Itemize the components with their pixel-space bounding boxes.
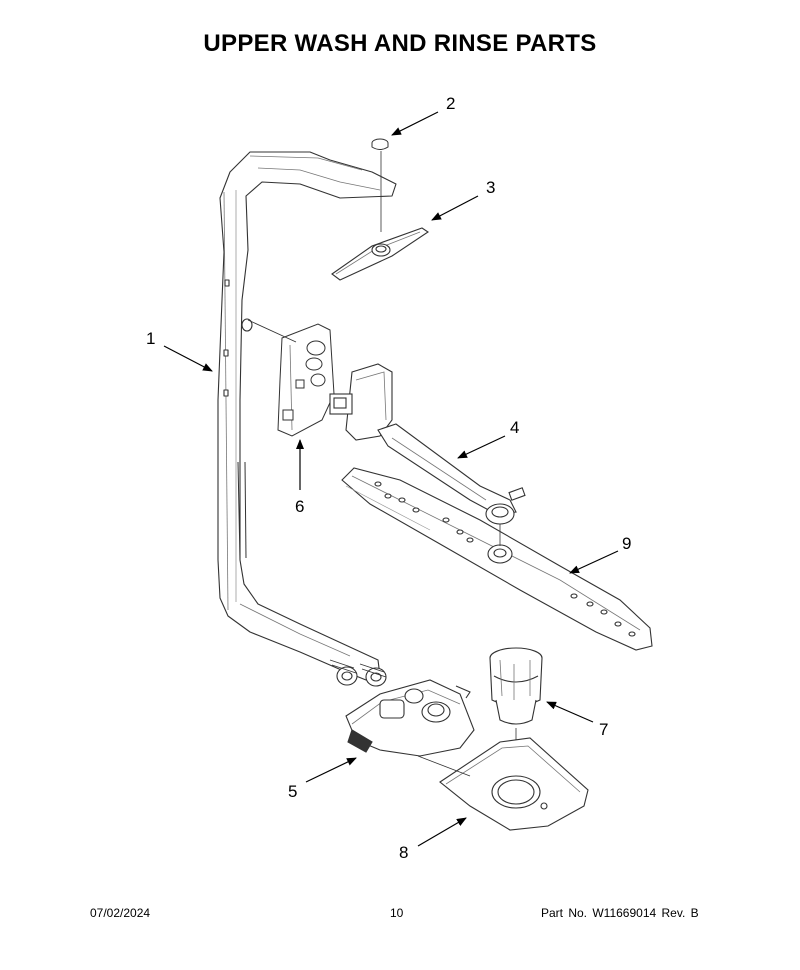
callout-8: 8 bbox=[399, 843, 408, 862]
part-upper-wash-tube bbox=[217, 151, 397, 687]
callout-arrows bbox=[163, 111, 619, 847]
part-filter bbox=[489, 647, 543, 800]
callout-3: 3 bbox=[486, 178, 495, 197]
callout-1: 1 bbox=[146, 329, 155, 348]
footer-page-number: 10 bbox=[390, 906, 404, 920]
callout-5: 5 bbox=[288, 782, 297, 801]
part-sump-plate bbox=[417, 737, 589, 831]
callout-6: 6 bbox=[295, 497, 304, 516]
callout-9: 9 bbox=[622, 534, 631, 553]
page-title: UPPER WASH AND RINSE PARTS bbox=[203, 30, 597, 57]
part-upper-spray-arm bbox=[331, 227, 429, 281]
part-lower-spray-arm bbox=[341, 467, 653, 651]
footer-date: 07/02/2024 bbox=[90, 906, 151, 920]
callout-4: 4 bbox=[510, 418, 519, 437]
part-cap bbox=[371, 138, 389, 232]
callout-7: 7 bbox=[599, 720, 608, 739]
footer-part-number: Part No. W11669014 Rev. B bbox=[541, 906, 699, 920]
part-lower-wash-tube bbox=[329, 363, 526, 515]
part-diverter-housing bbox=[345, 679, 475, 757]
callout-2: 2 bbox=[446, 94, 455, 113]
part-connector-bracket bbox=[247, 319, 335, 437]
